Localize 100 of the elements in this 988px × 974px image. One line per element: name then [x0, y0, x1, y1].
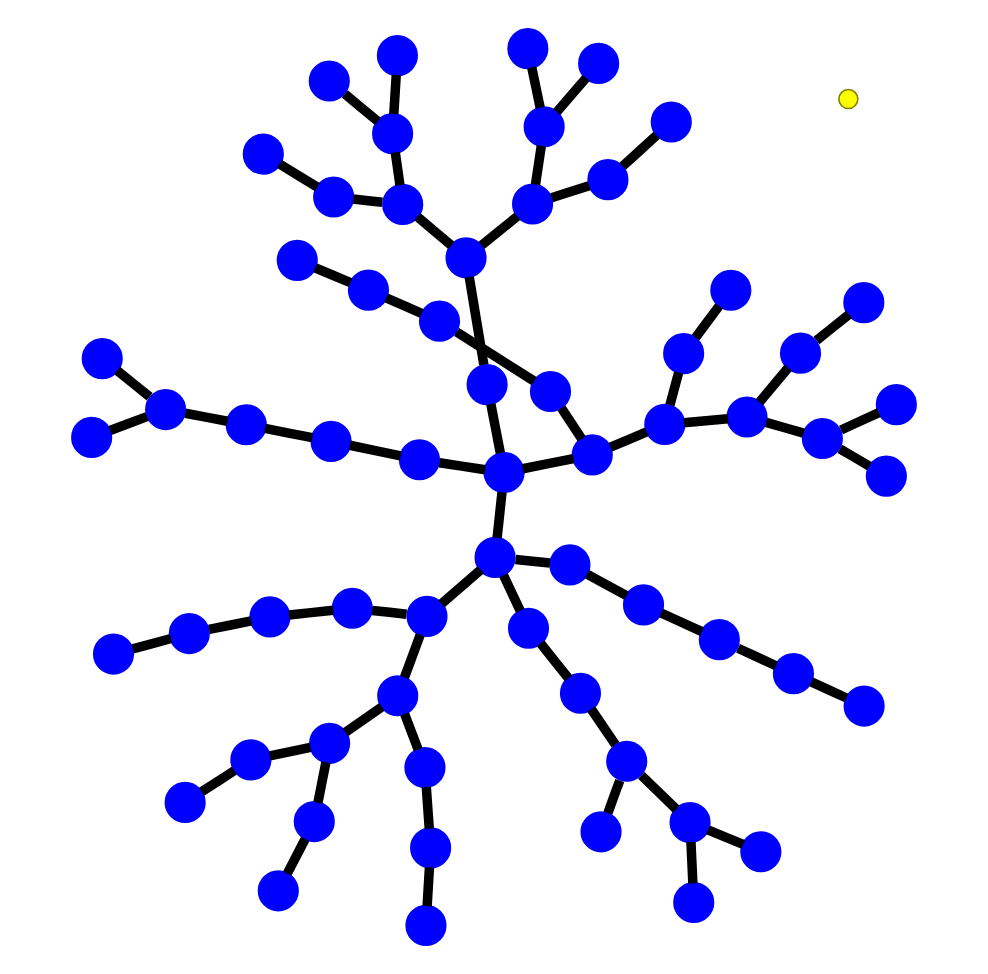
- connector: [755, 364, 792, 406]
- node-circle: [523, 106, 565, 148]
- node-circle: [663, 333, 705, 375]
- node-circle: [92, 633, 135, 675]
- connector: [464, 276, 489, 366]
- node-circle: [507, 28, 549, 70]
- connector: [264, 423, 314, 443]
- node-circle: [578, 42, 620, 84]
- connector: [454, 328, 537, 386]
- connector: [736, 643, 778, 670]
- connector: [384, 293, 424, 318]
- node-circle: [382, 183, 424, 225]
- connector: [438, 566, 484, 608]
- connector: [208, 616, 253, 635]
- node-circle: [276, 239, 318, 281]
- node-circle: [843, 685, 885, 727]
- connector: [683, 413, 729, 428]
- connector: [839, 408, 881, 435]
- connector: [584, 570, 629, 600]
- connector: [313, 761, 331, 804]
- connector: [131, 633, 173, 654]
- node-circle: [404, 746, 446, 789]
- connector: [184, 408, 229, 426]
- connector: [706, 825, 745, 849]
- node-circle: [331, 587, 373, 629]
- node-circle: [801, 417, 843, 460]
- connector: [665, 371, 684, 407]
- connector: [837, 444, 872, 471]
- connector: [198, 766, 237, 796]
- node-circle: [549, 544, 591, 586]
- node-circle: [606, 740, 648, 782]
- node-circle: [405, 904, 447, 946]
- node-circle: [410, 827, 452, 869]
- connector: [530, 145, 546, 186]
- node-circle: [71, 416, 113, 458]
- connector: [521, 453, 575, 474]
- connector: [389, 74, 401, 115]
- connector: [342, 702, 385, 737]
- connector: [114, 366, 153, 401]
- node-circle: [293, 800, 335, 843]
- connector: [341, 90, 381, 126]
- node-circle: [310, 420, 352, 462]
- connector: [371, 605, 408, 619]
- node-circle: [507, 607, 550, 649]
- connector: [691, 303, 723, 341]
- node-circle: [529, 370, 572, 413]
- connector: [499, 573, 525, 613]
- node-circle: [669, 802, 711, 844]
- node-circle: [772, 653, 815, 695]
- connector: [277, 159, 320, 192]
- node-circle: [483, 451, 525, 494]
- connector: [686, 841, 698, 884]
- connector: [638, 772, 680, 813]
- connector: [108, 412, 149, 435]
- connector: [553, 74, 590, 116]
- connector: [421, 786, 434, 829]
- node-circle: [843, 282, 885, 324]
- connector: [352, 194, 383, 207]
- node-circle: [164, 781, 206, 823]
- node-circle: [710, 269, 752, 311]
- connector: [813, 310, 852, 345]
- connector: [557, 405, 586, 442]
- node-circle: [313, 176, 355, 218]
- node-circle: [726, 396, 768, 438]
- connector: [438, 458, 486, 475]
- node-circle: [225, 404, 267, 446]
- node-circle: [571, 434, 613, 476]
- connector: [603, 778, 625, 815]
- connector: [478, 212, 521, 250]
- connector: [313, 263, 353, 287]
- node-circle: [376, 35, 418, 77]
- node-circle: [466, 364, 508, 406]
- connector: [414, 213, 455, 250]
- connector: [515, 554, 551, 568]
- connector: [764, 417, 805, 438]
- node-circle: [838, 88, 859, 110]
- node-circle: [650, 101, 692, 143]
- node-circle: [372, 113, 414, 155]
- node-circle: [474, 536, 516, 578]
- connector: [492, 491, 507, 539]
- node-circle: [740, 831, 782, 873]
- node-circle: [377, 675, 419, 717]
- node-circle: [406, 595, 448, 637]
- connector: [400, 712, 423, 752]
- node-circle: [81, 338, 123, 380]
- node-circle: [230, 739, 272, 781]
- connector: [422, 867, 435, 907]
- node-circle: [865, 455, 907, 497]
- node-circle: [875, 384, 917, 426]
- node-circle: [347, 269, 389, 311]
- node-circle: [779, 332, 822, 374]
- connector: [550, 181, 591, 203]
- node-circle: [309, 722, 351, 764]
- connector: [390, 151, 405, 186]
- node-circle: [249, 596, 291, 638]
- node-circle: [308, 60, 350, 102]
- connector: [288, 605, 334, 620]
- node-circle: [398, 439, 441, 481]
- node-circle: [622, 584, 665, 626]
- connector: [283, 836, 310, 876]
